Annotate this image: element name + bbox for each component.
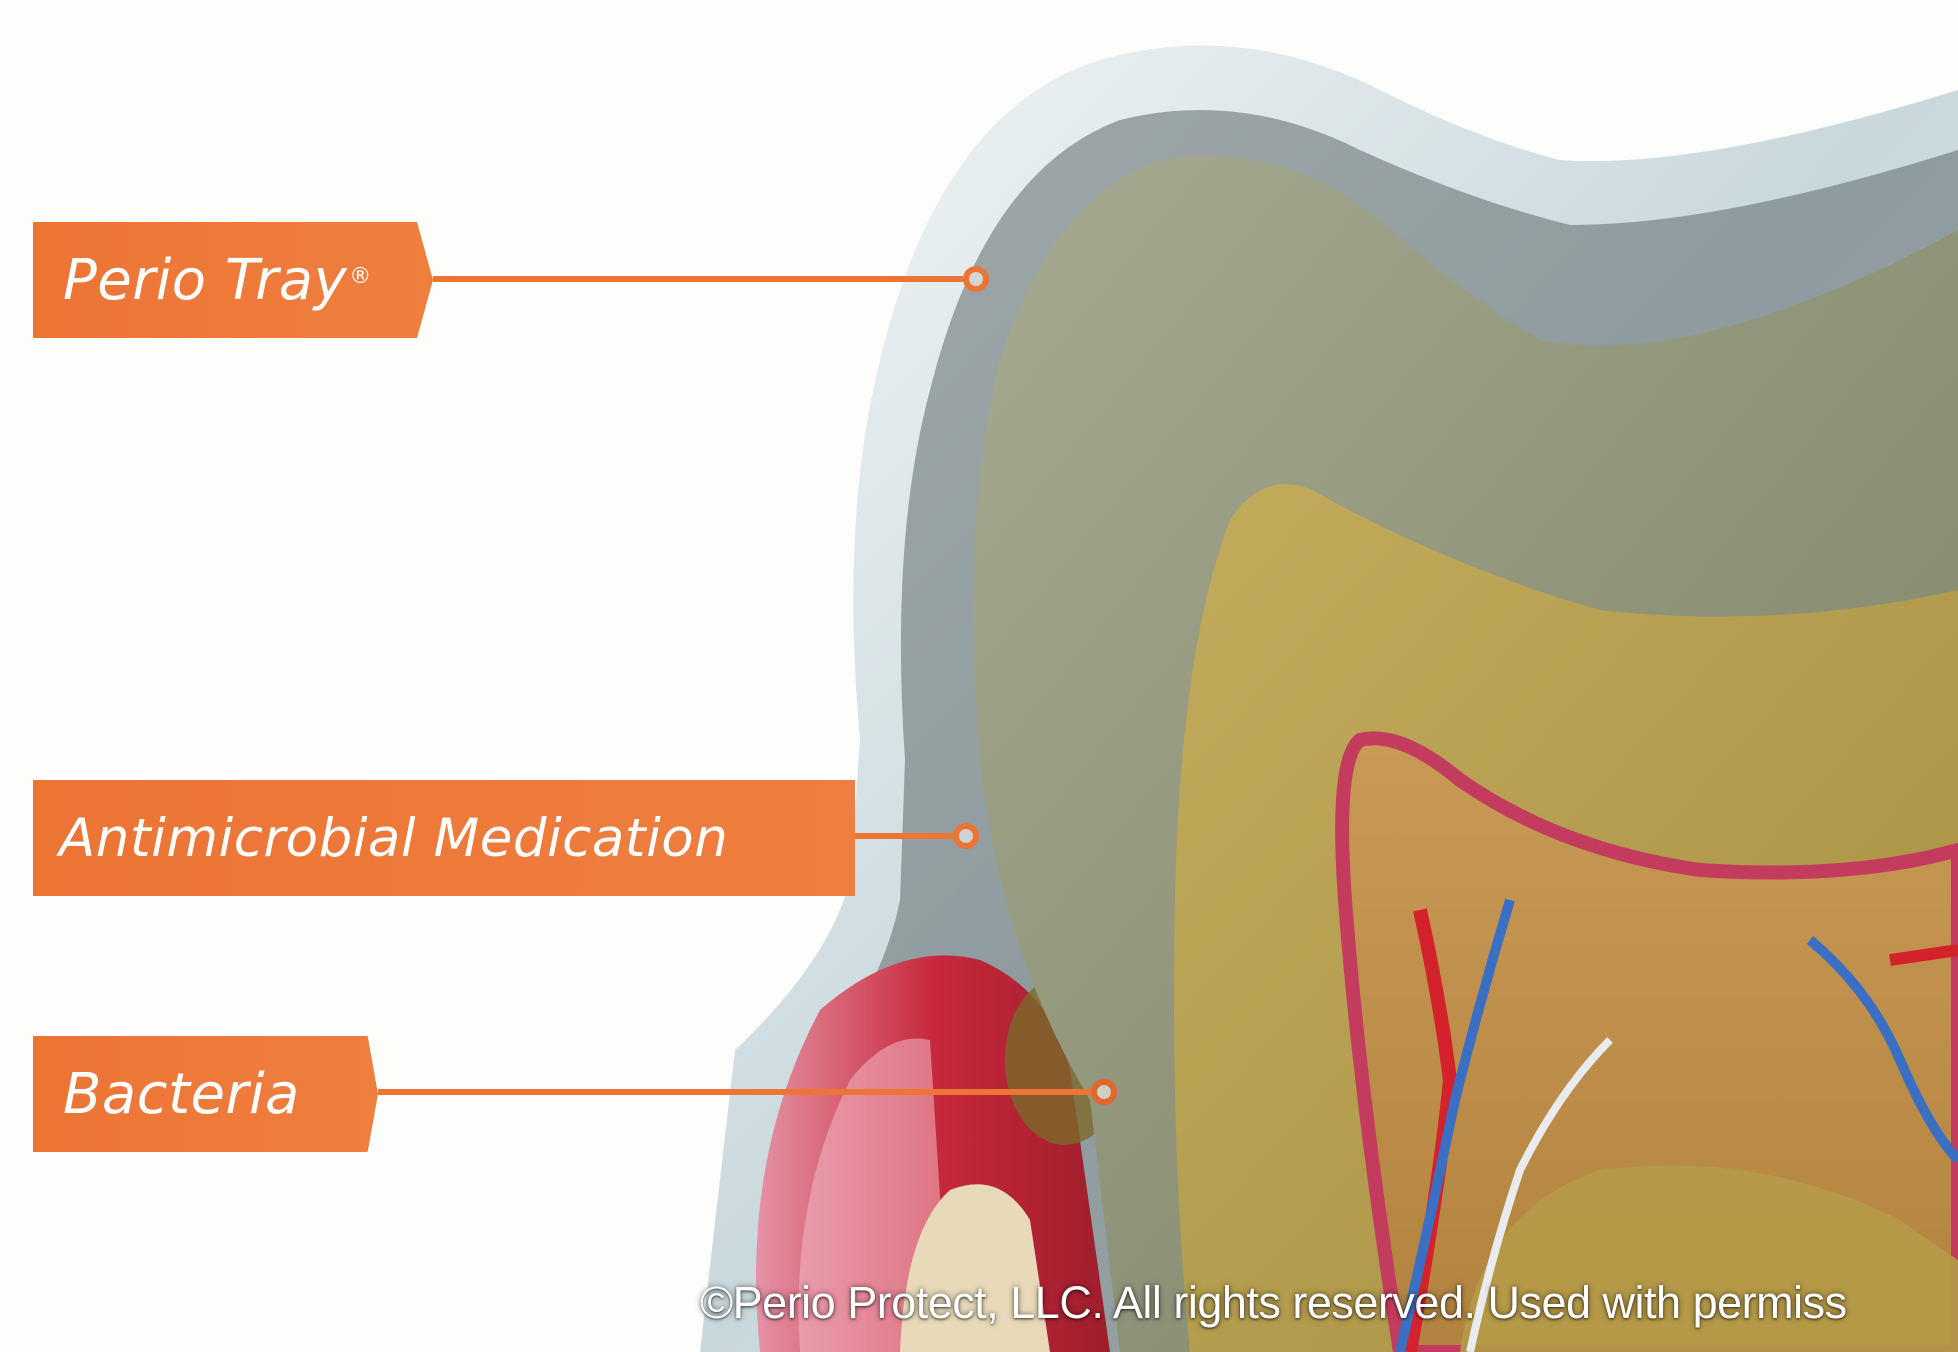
label-perio-tray: Perio Tray® <box>33 222 433 338</box>
pointer-dot-perio-tray <box>963 266 989 292</box>
pointer-dot-bacteria <box>1091 1079 1117 1105</box>
leader-line-bacteria <box>378 1089 1093 1095</box>
pointer-dot-antimicrobial-medication <box>953 823 979 849</box>
label-antimicrobial-medication-text: Antimicrobial Medication <box>59 808 728 869</box>
label-antimicrobial-medication: Antimicrobial Medication <box>33 780 855 896</box>
copyright-notice: ©Perio Protect, LLC. All rights reserved… <box>700 1277 1847 1329</box>
leader-line-antimicrobial-medication <box>855 833 953 839</box>
label-perio-tray-text: Perio Tray <box>63 248 347 313</box>
registered-mark: ® <box>349 264 372 289</box>
leader-line-perio-tray <box>433 276 963 282</box>
label-bacteria-text: Bacteria <box>63 1062 300 1127</box>
label-bacteria: Bacteria <box>33 1036 378 1152</box>
